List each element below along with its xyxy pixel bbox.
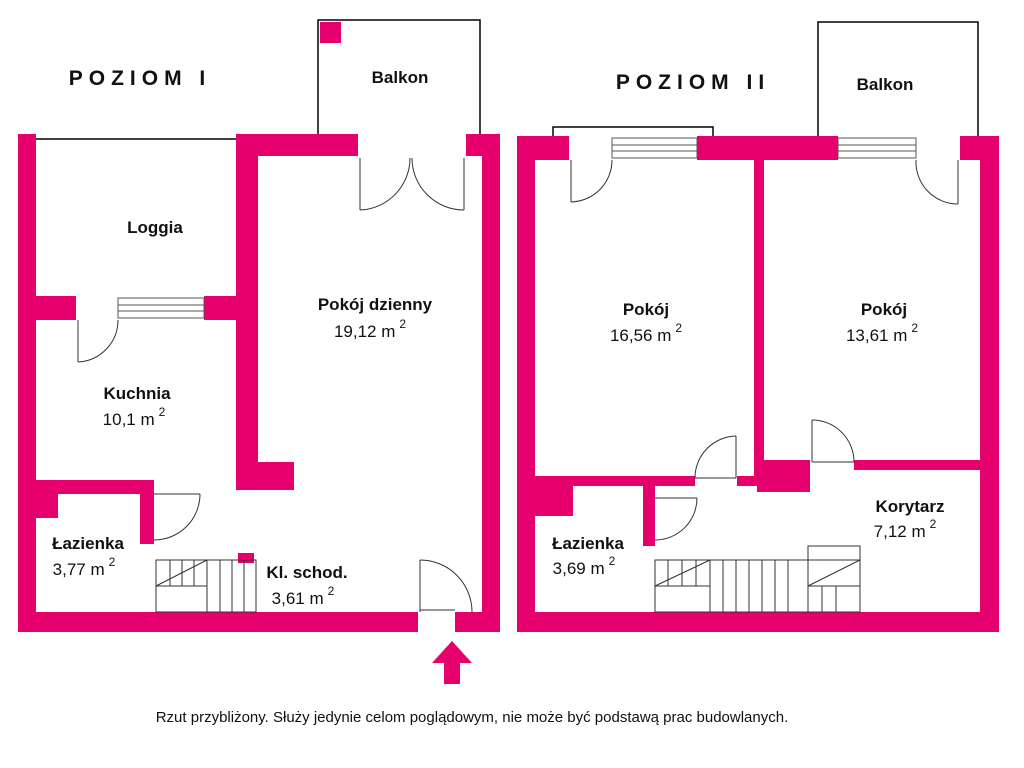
room-living-unit-exp: 2 [399,317,406,331]
entrance-door-icon [419,559,473,613]
room-kitchen-unit-exp: 2 [159,405,166,419]
staircase-icon [155,559,257,613]
kitchen-door-icon [77,319,119,363]
room-living-name: Pokój dzienny [318,295,433,314]
svg-text:10,1 m2: 10,1 m 2 [103,405,166,429]
level-one-plan: POZIOM I Balkon Loggia Pokój dzienny 19,… [18,19,500,684]
room-loggia-name: Loggia [127,218,183,237]
room-b-unit-exp: 2 [911,321,918,335]
balcony-post [320,22,341,43]
room-staircase-unit-exp: 2 [328,584,335,598]
room-b-name: Pokój [861,300,907,319]
room-corridor-unit-exp: 2 [930,517,937,531]
room-b-window-door-icon [915,159,959,205]
bathroom-door-icon [153,493,201,541]
room-balkon-1-name: Balkon [372,68,429,87]
ledge-outline [552,126,714,136]
room-a-unit-exp: 2 [675,321,682,335]
level-two-walls [517,136,999,632]
svg-text:16,56 m2: 16,56 m 2 [610,321,682,345]
room-kitchen-area: 10,1 m [103,410,155,429]
room-a-area: 16,56 m [610,326,671,345]
svg-text:13,61 m2: 13,61 m 2 [846,321,918,345]
room-staircase-area: 3,61 m [272,589,324,608]
level-two-title: POZIOM II [616,71,770,94]
staircase-2-icon [654,545,861,613]
svg-text:3,77 m2: 3,77 m 2 [53,555,116,579]
room-a-window-door-icon [570,159,613,203]
level-one-walls [18,134,500,632]
disclaimer-text: Rzut przybliżony. Służy jedynie celom po… [156,709,789,726]
balcony-2-outline [817,21,979,136]
room-corridor-name: Korytarz [876,497,945,516]
balcony-door-icon [359,157,465,211]
room-bathroom-2-area: 3,69 m [553,559,605,578]
room-kitchen-name: Kuchnia [103,384,171,403]
level-two-plan: POZIOM II Balkon Pokój 16,56 m 2 Pokój 13… [517,21,999,632]
room-living-area: 19,12 m [334,322,395,341]
room-a-door-icon [694,435,737,479]
svg-text:7,12 m2: 7,12 m 2 [874,517,937,541]
svg-text:3,69 m2: 3,69 m 2 [553,554,616,578]
room-bathroom-1-name: Łazienka [52,534,124,553]
room-b-area: 13,61 m [846,326,907,345]
room-a-window [611,137,698,159]
room-a-name: Pokój [623,300,669,319]
room-corridor-area: 7,12 m [874,522,926,541]
entrance-arrow-icon [432,641,472,684]
room-bathroom-2-name: Łazienka [552,534,624,553]
room-bathroom-2-unit-exp: 2 [609,554,616,568]
bathroom-2-door-icon [654,497,698,541]
balcony-outline [317,19,481,134]
svg-text:3,61 m2: 3,61 m 2 [272,584,335,608]
room-bathroom-1-area: 3,77 m [53,560,105,579]
room-b-window [837,137,917,159]
svg-text:19,12 m2: 19,12 m 2 [334,317,406,341]
room-staircase-name: Kl. schod. [266,563,347,582]
kitchen-window [117,297,205,319]
level-one-title: POZIOM I [69,67,212,90]
room-bathroom-1-unit-exp: 2 [109,555,116,569]
room-b-door-icon [811,419,855,463]
room-balkon-2-name: Balkon [857,75,914,94]
